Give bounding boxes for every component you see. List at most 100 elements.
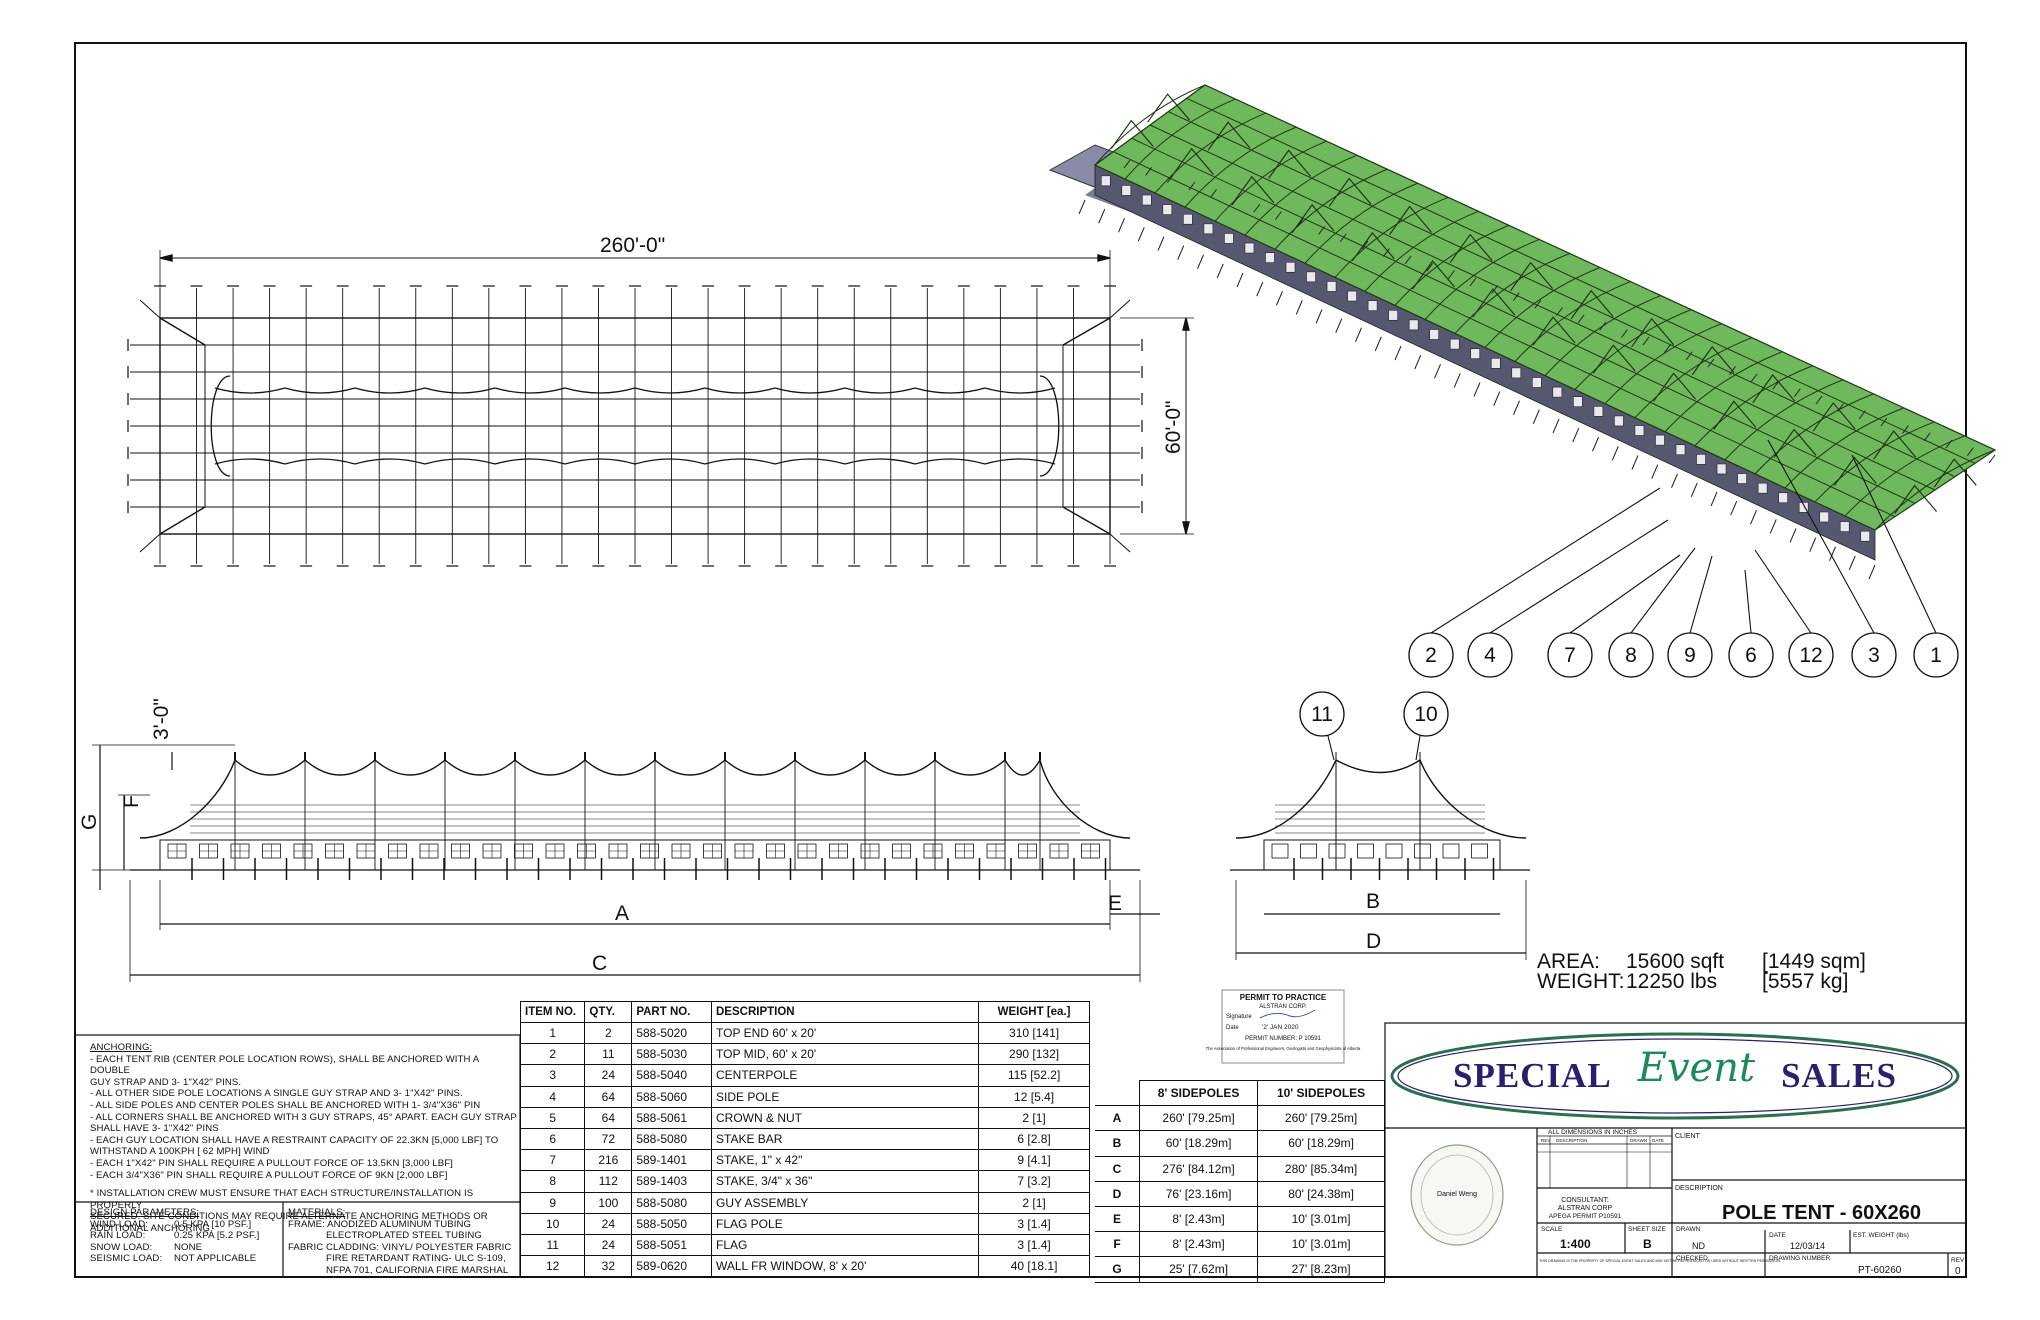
anchoring-heading: ANCHORING: xyxy=(90,1042,153,1053)
balloon-number: 12 xyxy=(1799,644,1822,667)
parts-header-cell: PART NO. xyxy=(631,1001,712,1023)
weight-label: WEIGHT: xyxy=(1537,970,1625,993)
anchoring-line: - EACH 3/4"x36" PIN SHALL REQUIRE A PULL… xyxy=(90,1169,448,1181)
dims-cell: 60' [18.29m] xyxy=(1138,1130,1259,1157)
dims-cell: 27' [8.23m] xyxy=(1257,1256,1385,1283)
drawn-value: ND xyxy=(1692,1241,1705,1251)
balloon-number: 2 xyxy=(1425,644,1437,667)
balloon-number: 7 xyxy=(1564,644,1576,667)
design-value: 0.25 kPa [5.2 psf.] xyxy=(174,1230,260,1242)
design-value: NOT APPLICABLE xyxy=(174,1253,257,1265)
balloon xyxy=(1851,632,1897,678)
parts-cell: 8 xyxy=(519,1170,586,1193)
balloon xyxy=(1667,632,1713,678)
balloon-number: 9 xyxy=(1684,644,1696,667)
dims-cell: F xyxy=(1095,1231,1140,1258)
rev-label: REV xyxy=(1951,1257,1965,1264)
dims-cell: 10' [3.01m] xyxy=(1257,1231,1385,1258)
side-view xyxy=(92,744,1160,982)
drawing-number: PT-60260 xyxy=(1858,1265,1902,1276)
parts-cell: 3 [1.4] xyxy=(978,1212,1090,1235)
parts-cell: 6 xyxy=(519,1127,586,1151)
balloon xyxy=(1547,632,1593,678)
design-value: 0.5 kPa [10 psf.] xyxy=(174,1218,252,1230)
parts-cell: WALL FR WINDOW, 8' x 20' xyxy=(710,1255,980,1278)
materials: MATERIALS: FRAME: ANODIZED ALUMINUM TUBI… xyxy=(288,1207,520,1277)
est-weight-label: EST. WEIGHT (lbs) xyxy=(1853,1232,1909,1239)
parts-header-cell: WEIGHT [ea.] xyxy=(978,1001,1090,1023)
rev-value: 0 xyxy=(1955,1266,1961,1277)
anchoring-line: - EACH GUY LOCATION SHALL HAVE A RESTRAI… xyxy=(90,1134,499,1146)
parts-cell: FLAG POLE xyxy=(710,1212,980,1235)
dims-cell: 280' [85.34m] xyxy=(1257,1155,1385,1182)
dims-header-cell xyxy=(1095,1080,1140,1107)
install-note-line: ADDITIONAL ANCHORING. xyxy=(90,1222,213,1234)
logo-word-special: SPECIAL xyxy=(1453,1056,1612,1095)
parts-header-cell: DESCRIPTION xyxy=(710,1001,980,1023)
engineer-seal: Daniel Weng xyxy=(1410,1144,1504,1246)
material-line: FABRIC CLADDING: VINYL/ POLYESTER FABRIC xyxy=(288,1241,512,1253)
balloon-number: 11 xyxy=(1311,703,1333,726)
parts-cell: 6 [2.8] xyxy=(978,1127,1090,1151)
anchoring-line: - EACH TENT RIB (CENTER POLE LOCATION RO… xyxy=(90,1053,479,1077)
parts-cell: 5 xyxy=(519,1106,586,1129)
all-dims-label: ALL DIMENSIONS IN INCHES xyxy=(1548,1129,1638,1136)
dims-cell: 80' [24.38m] xyxy=(1257,1180,1385,1207)
balloon-number: 1 xyxy=(1930,644,1942,667)
drawn-label: DRAWN xyxy=(1676,1226,1701,1233)
parts-cell: STAKE, 1" x 42" xyxy=(710,1149,980,1172)
parts-cell: 216 xyxy=(584,1149,633,1172)
design-row: RAIN LOAD:0.25 kPa [5.2 psf.] xyxy=(90,1230,280,1242)
parts-cell: 3 [1.4] xyxy=(978,1233,1090,1257)
date-value: 12/03/14 xyxy=(1790,1241,1825,1251)
parts-cell: 9 [4.1] xyxy=(978,1149,1090,1172)
anchoring-line: - ALL SIDE POLES AND CENTER POLES SHALL … xyxy=(90,1099,481,1111)
dims-cell: 8' [2.43m] xyxy=(1138,1205,1259,1233)
rev-column-header: DRAWN xyxy=(1630,1138,1647,1143)
parts-cell: 11 xyxy=(584,1043,633,1066)
dims-cell: B xyxy=(1095,1130,1140,1157)
side-height-dim: 3'-0" xyxy=(150,698,173,740)
balloon xyxy=(1299,691,1345,737)
svg-text:Signature: Signature xyxy=(1226,1014,1252,1020)
parts-cell: 589-1403 xyxy=(631,1170,712,1193)
materials-heading: MATERIALS: xyxy=(288,1207,346,1218)
parts-cell: 588-5080 xyxy=(631,1127,712,1151)
parts-cell: 115 [52.2] xyxy=(978,1064,1090,1087)
balloon-number: 4 xyxy=(1484,644,1496,667)
permit-stamp: PERMIT TO PRACTICE ALSTRAN CORP. Signatu… xyxy=(1206,989,1361,1064)
area-metric: [1449 sqm] xyxy=(1762,950,1866,973)
area-label: AREA: xyxy=(1537,950,1600,973)
parts-cell: 10 xyxy=(519,1212,586,1235)
parts-cell: 12 [5.4] xyxy=(978,1085,1090,1108)
material-line: FRAME: ANODIZED ALUMINUM TUBING xyxy=(288,1218,472,1230)
balloon xyxy=(1728,632,1774,678)
parts-cell: 2 [1] xyxy=(978,1191,1090,1214)
anchoring-line: - ALL CORNERS SHALL BE ANCHORED WITH 3 G… xyxy=(90,1111,517,1123)
sheet-border xyxy=(74,42,1967,1278)
design-key: SNOW LOAD: xyxy=(90,1241,153,1253)
isometric-view xyxy=(1048,84,1997,580)
design-row: WIND LOAD:0.5 kPa [10 psf.] xyxy=(90,1219,280,1231)
parts-cell: 72 xyxy=(584,1127,633,1151)
logo-word-event: Event xyxy=(1637,1045,1756,1091)
balloon-number: 8 xyxy=(1625,644,1637,667)
parts-cell: 64 xyxy=(584,1106,633,1129)
parts-cell: 7 xyxy=(519,1149,586,1172)
parts-cell: 7 [3.2] xyxy=(978,1170,1090,1193)
parts-cell: TOP END 60' x 20' xyxy=(710,1021,980,1045)
dims-header-cell: 10' SIDEPOLES xyxy=(1257,1079,1385,1107)
consultant-label: CONSULTANT: xyxy=(1561,1197,1609,1204)
parts-cell: 112 xyxy=(584,1170,633,1193)
